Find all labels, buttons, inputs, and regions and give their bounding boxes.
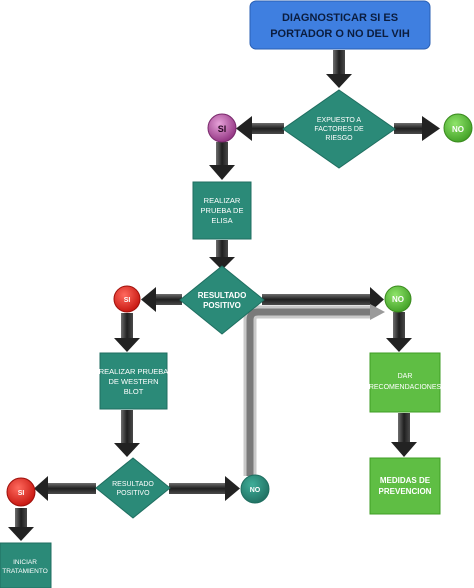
decision2-no-node: NO — [384, 285, 412, 313]
svg-text:REALIZAR PRUEBA: REALIZAR PRUEBA — [99, 367, 169, 376]
decision1-no-label: NO — [452, 125, 464, 134]
svg-text:NO: NO — [452, 125, 464, 134]
arrow-title-to-decision1 — [326, 50, 352, 88]
decision3-line-1: RESULTADO — [112, 481, 154, 488]
svg-text:POSITIVO: POSITIVO — [203, 301, 241, 310]
decision3-yes-node: SI — [6, 477, 36, 507]
process-give-recommendations: DAR RECOMENDACIONES — [369, 352, 442, 413]
svg-text:SI: SI — [218, 124, 227, 134]
western-line-2: DE WESTERN — [108, 377, 158, 386]
arrow-western-to-decision3 — [114, 410, 140, 457]
elisa-line-2: PRUEBA DE — [201, 206, 244, 215]
decision3-no-node: NO — [240, 474, 270, 504]
svg-text:POSITIVO: POSITIVO — [116, 490, 150, 497]
svg-text:SI: SI — [18, 490, 25, 497]
title-line-1: DIAGNOSTICAR SI ES — [282, 12, 398, 24]
treatment-line-2: TRATAMIENTO — [2, 568, 48, 575]
arrow-decision3-to-yes — [34, 476, 96, 501]
elisa-line-1: REALIZAR — [204, 196, 241, 205]
loop-no3-to-no2 — [243, 304, 385, 476]
svg-text:NO: NO — [392, 295, 404, 304]
svg-text:FACTORES DE: FACTORES DE — [314, 126, 364, 133]
svg-text:NO: NO — [250, 487, 261, 494]
arrow-recommend-to-prevention — [391, 413, 417, 457]
decision-exposed-risk-factors: EXPUESTO A FACTORES DE RIESGO — [282, 89, 396, 169]
arrow-decision1-to-yes — [236, 116, 284, 141]
svg-text:RESULTADO: RESULTADO — [112, 481, 154, 488]
arrow-decision1-to-no — [394, 116, 440, 141]
prevention-line-2: PREVENCION — [379, 487, 432, 496]
decision2-yes-node: SI — [113, 285, 141, 313]
svg-text:RESULTADO: RESULTADO — [198, 291, 247, 300]
title-box: DIAGNOSTICAR SI ES PORTADOR O NO DEL VIH — [249, 0, 431, 50]
decision1-yes-label: SI — [218, 124, 227, 134]
svg-text:PREVENCION: PREVENCION — [379, 487, 432, 496]
decision2-line-1: RESULTADO — [198, 291, 247, 300]
svg-text:TRATAMIENTO: TRATAMIENTO — [2, 568, 48, 575]
svg-text:DIAGNOSTICAR SI ES: DIAGNOSTICAR SI ES — [282, 12, 398, 24]
arrow-yes3-to-treatment — [8, 508, 34, 541]
svg-text:DE WESTERN: DE WESTERN — [108, 377, 158, 386]
svg-text:DAR: DAR — [398, 373, 413, 380]
decision3-line-2: POSITIVO — [116, 490, 150, 497]
decision2-yes-label: SI — [124, 297, 131, 304]
svg-text:ELISA: ELISA — [211, 216, 232, 225]
recommend-line-1: DAR — [398, 373, 413, 380]
decision3-yes-label: SI — [18, 490, 25, 497]
svg-text:BLOT: BLOT — [124, 387, 144, 396]
svg-text:SI: SI — [124, 297, 131, 304]
decision1-line-1: EXPUESTO A — [317, 117, 362, 124]
arrow-yes2-to-western — [114, 313, 140, 352]
decision1-no-node: NO — [443, 113, 473, 143]
arrow-decision3-to-no — [169, 476, 240, 501]
process-prevention-measures: MEDIDAS DE PREVENCION — [369, 457, 441, 515]
connectors — [8, 50, 440, 541]
title-line-2: PORTADOR O NO DEL VIH — [270, 28, 410, 40]
decision-positive-result-western: RESULTADO POSITIVO — [95, 457, 171, 519]
svg-text:PORTADOR O NO DEL VIH: PORTADOR O NO DEL VIH — [270, 28, 410, 40]
arrow-yes1-to-elisa — [209, 142, 235, 180]
decision2-no-label: NO — [392, 295, 404, 304]
elisa-line-3: ELISA — [211, 216, 232, 225]
decision3-no-label: NO — [250, 487, 261, 494]
prevention-line-1: MEDIDAS DE — [380, 476, 431, 485]
arrow-no2-to-recommend — [386, 312, 412, 352]
decision1-yes-node: SI — [207, 113, 237, 143]
svg-text:INICIAR: INICIAR — [13, 559, 37, 566]
process-elisa-test: REALIZAR PRUEBA DE ELISA — [192, 181, 252, 240]
decision2-line-2: POSITIVO — [203, 301, 241, 310]
treatment-line-1: INICIAR — [13, 559, 37, 566]
recommend-line-2: RECOMENDACIONES — [369, 384, 442, 391]
arrow-decision2-to-yes — [141, 287, 182, 312]
arrow-decision2-to-no — [262, 287, 384, 312]
svg-text:RIESGO: RIESGO — [325, 135, 353, 142]
western-line-3: BLOT — [124, 387, 144, 396]
western-line-1: REALIZAR PRUEBA — [99, 367, 169, 376]
svg-text:PRUEBA DE: PRUEBA DE — [201, 206, 244, 215]
decision1-line-3: RIESGO — [325, 135, 353, 142]
arrow-elisa-to-decision2 — [209, 240, 235, 270]
svg-text:MEDIDAS DE: MEDIDAS DE — [380, 476, 431, 485]
svg-text:REALIZAR: REALIZAR — [204, 196, 241, 205]
svg-text:RECOMENDACIONES: RECOMENDACIONES — [369, 384, 442, 391]
svg-text:EXPUESTO A: EXPUESTO A — [317, 117, 362, 124]
decision1-line-2: FACTORES DE — [314, 126, 364, 133]
process-western-blot-test: REALIZAR PRUEBA DE WESTERN BLOT — [99, 352, 169, 410]
process-start-treatment: INICIAR TRATAMIENTO — [0, 542, 52, 588]
decision-positive-result-elisa: RESULTADO POSITIVO — [179, 265, 265, 335]
